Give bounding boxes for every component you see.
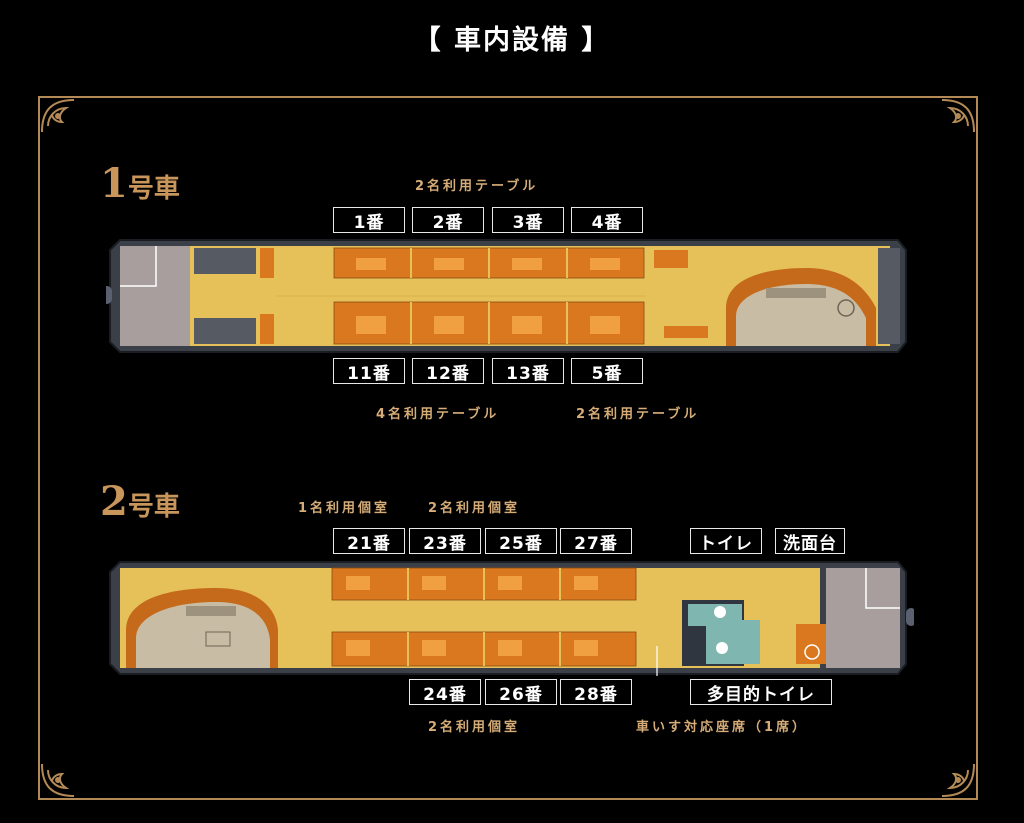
- seat-tag-1: 1番: [333, 207, 405, 233]
- page-title: 【 車内設備 】: [413, 25, 611, 56]
- car2-caption-top-right: 2名利用個室: [428, 501, 521, 516]
- room-tag-27: 27番: [560, 528, 632, 554]
- car2-caption-wheelchair: 車いす対応座席（1席）: [636, 720, 809, 735]
- car2-caption-bottom: 2名利用個室: [428, 720, 521, 735]
- car1-label: 1号車: [100, 160, 180, 207]
- car1-floorplan: [106, 239, 907, 353]
- toilet-tag: トイレ: [690, 528, 762, 554]
- seat-tag-13: 13番: [492, 358, 564, 384]
- washbasin-tag: 洗面台: [775, 528, 845, 554]
- corner-ornament-icon: [941, 99, 975, 133]
- multi-toilet-tag: 多目的トイレ: [690, 679, 832, 705]
- seat-tag-11: 11番: [333, 358, 405, 384]
- car2-floorplan: [109, 561, 914, 676]
- room-tag-21: 21番: [333, 528, 405, 554]
- seat-tag-12: 12番: [412, 358, 484, 384]
- car2-caption-top-left: 1名利用個室: [298, 501, 391, 516]
- decorative-frame: [38, 96, 978, 800]
- car2-label: 2号車: [100, 478, 180, 525]
- corner-ornament-icon: [941, 763, 975, 797]
- car1-caption-bottom-right: 2名利用テーブル: [576, 407, 700, 422]
- room-tag-28: 28番: [560, 679, 632, 705]
- seat-tag-3: 3番: [492, 207, 564, 233]
- room-tag-25: 25番: [485, 528, 557, 554]
- corner-ornament-icon: [41, 763, 75, 797]
- seat-tag-2: 2番: [412, 207, 484, 233]
- room-tag-23: 23番: [409, 528, 481, 554]
- car1-caption-top: 2名利用テーブル: [415, 179, 539, 194]
- room-tag-24: 24番: [409, 679, 481, 705]
- seat-tag-4: 4番: [571, 207, 643, 233]
- car1-caption-bottom-left: 4名利用テーブル: [376, 407, 500, 422]
- corner-ornament-icon: [41, 99, 75, 133]
- seat-tag-5: 5番: [571, 358, 643, 384]
- room-tag-26: 26番: [485, 679, 557, 705]
